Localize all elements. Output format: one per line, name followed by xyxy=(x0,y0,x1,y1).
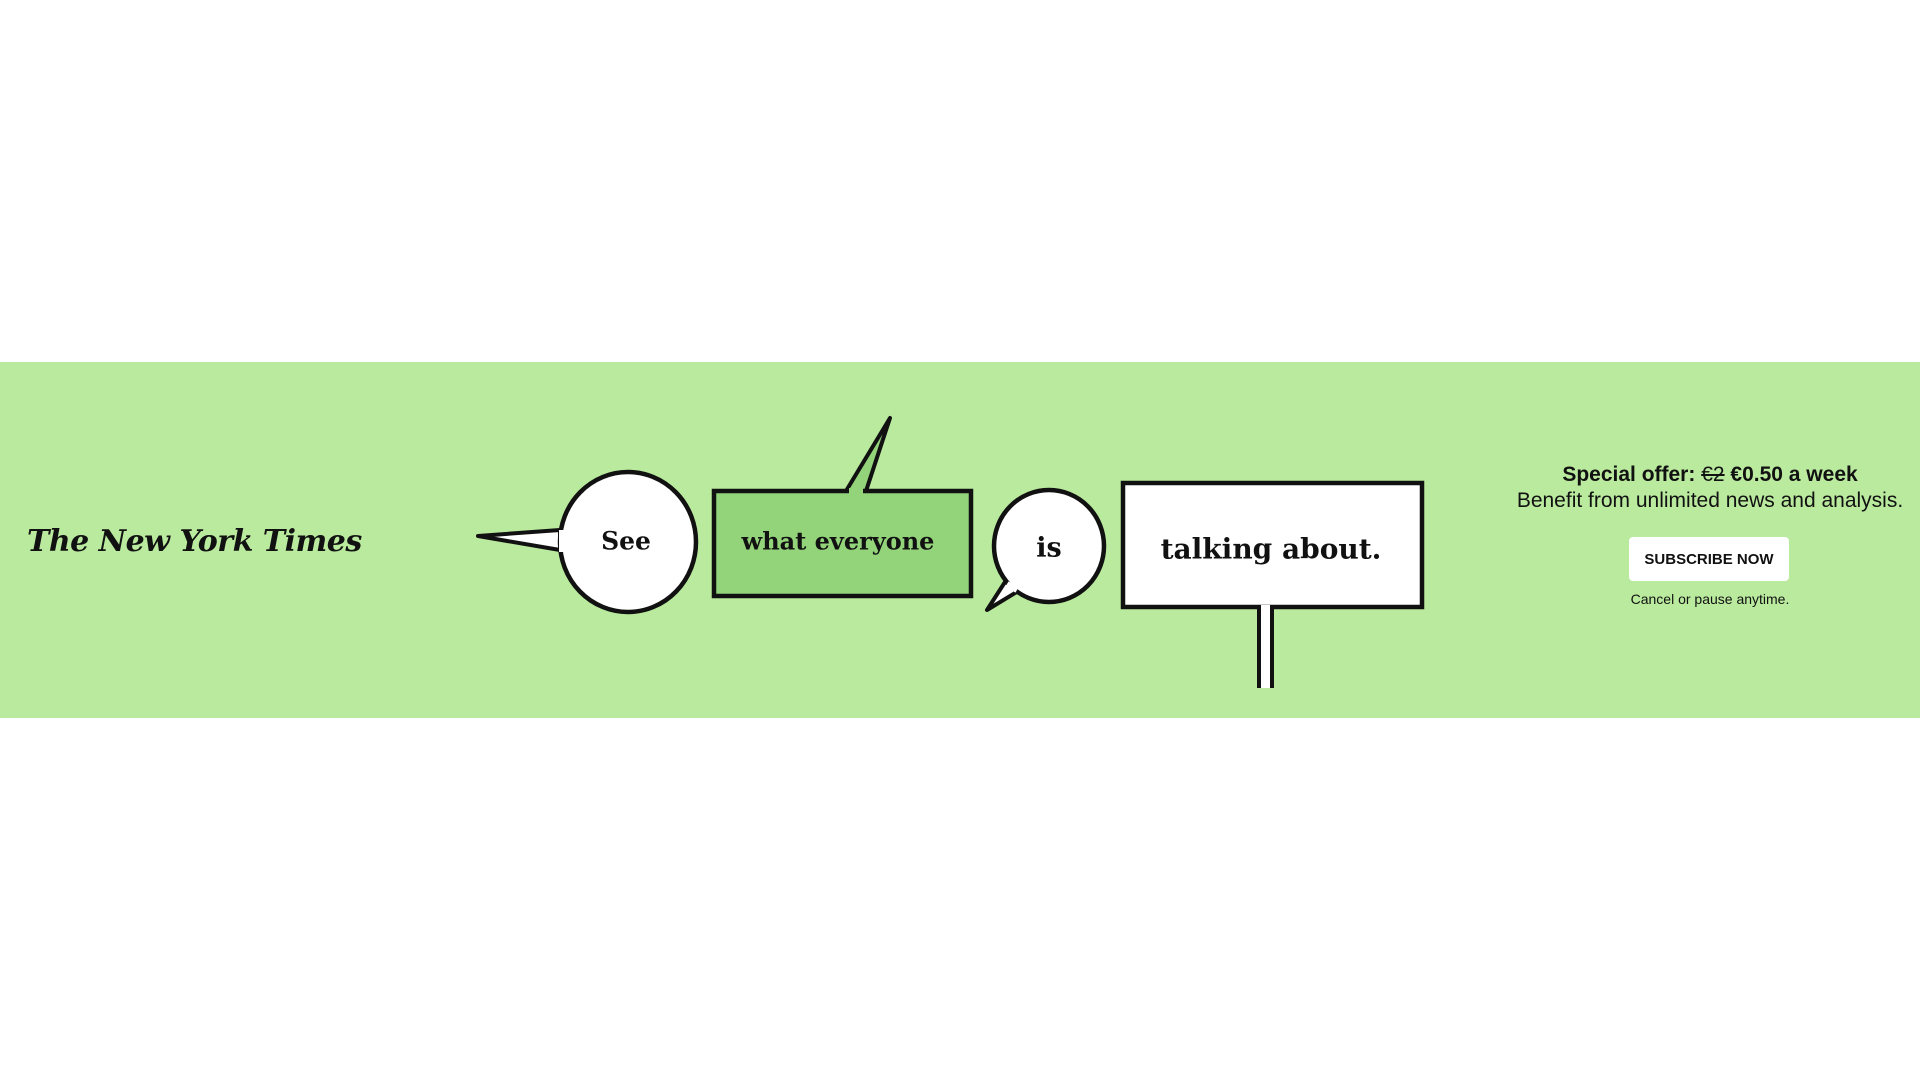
old-price: €2 xyxy=(1701,463,1725,486)
new-price: €0.50 a week xyxy=(1730,463,1858,486)
subscribe-now-button[interactable]: SUBSCRIBE NOW xyxy=(1629,537,1789,581)
bubble-text-talking-about: talking about. xyxy=(1160,532,1382,566)
bubble-text-see: See xyxy=(601,526,651,556)
bubble-text-what-everyone: what everyone xyxy=(741,526,935,556)
cancel-note: Cancel or pause anytime. xyxy=(1630,591,1790,607)
bubble-text-is: is xyxy=(1036,532,1062,564)
offer-subtitle: Benefit from unlimited news and analysis… xyxy=(1516,489,1904,512)
special-offer: Special offer: €2 €0.50 a week Benefit f… xyxy=(1490,462,1920,514)
offer-headline: Special offer: €2 €0.50 a week xyxy=(1490,462,1920,488)
offer-label: Special offer: xyxy=(1562,463,1696,486)
nyt-logo[interactable]: The New York Times xyxy=(27,524,362,559)
